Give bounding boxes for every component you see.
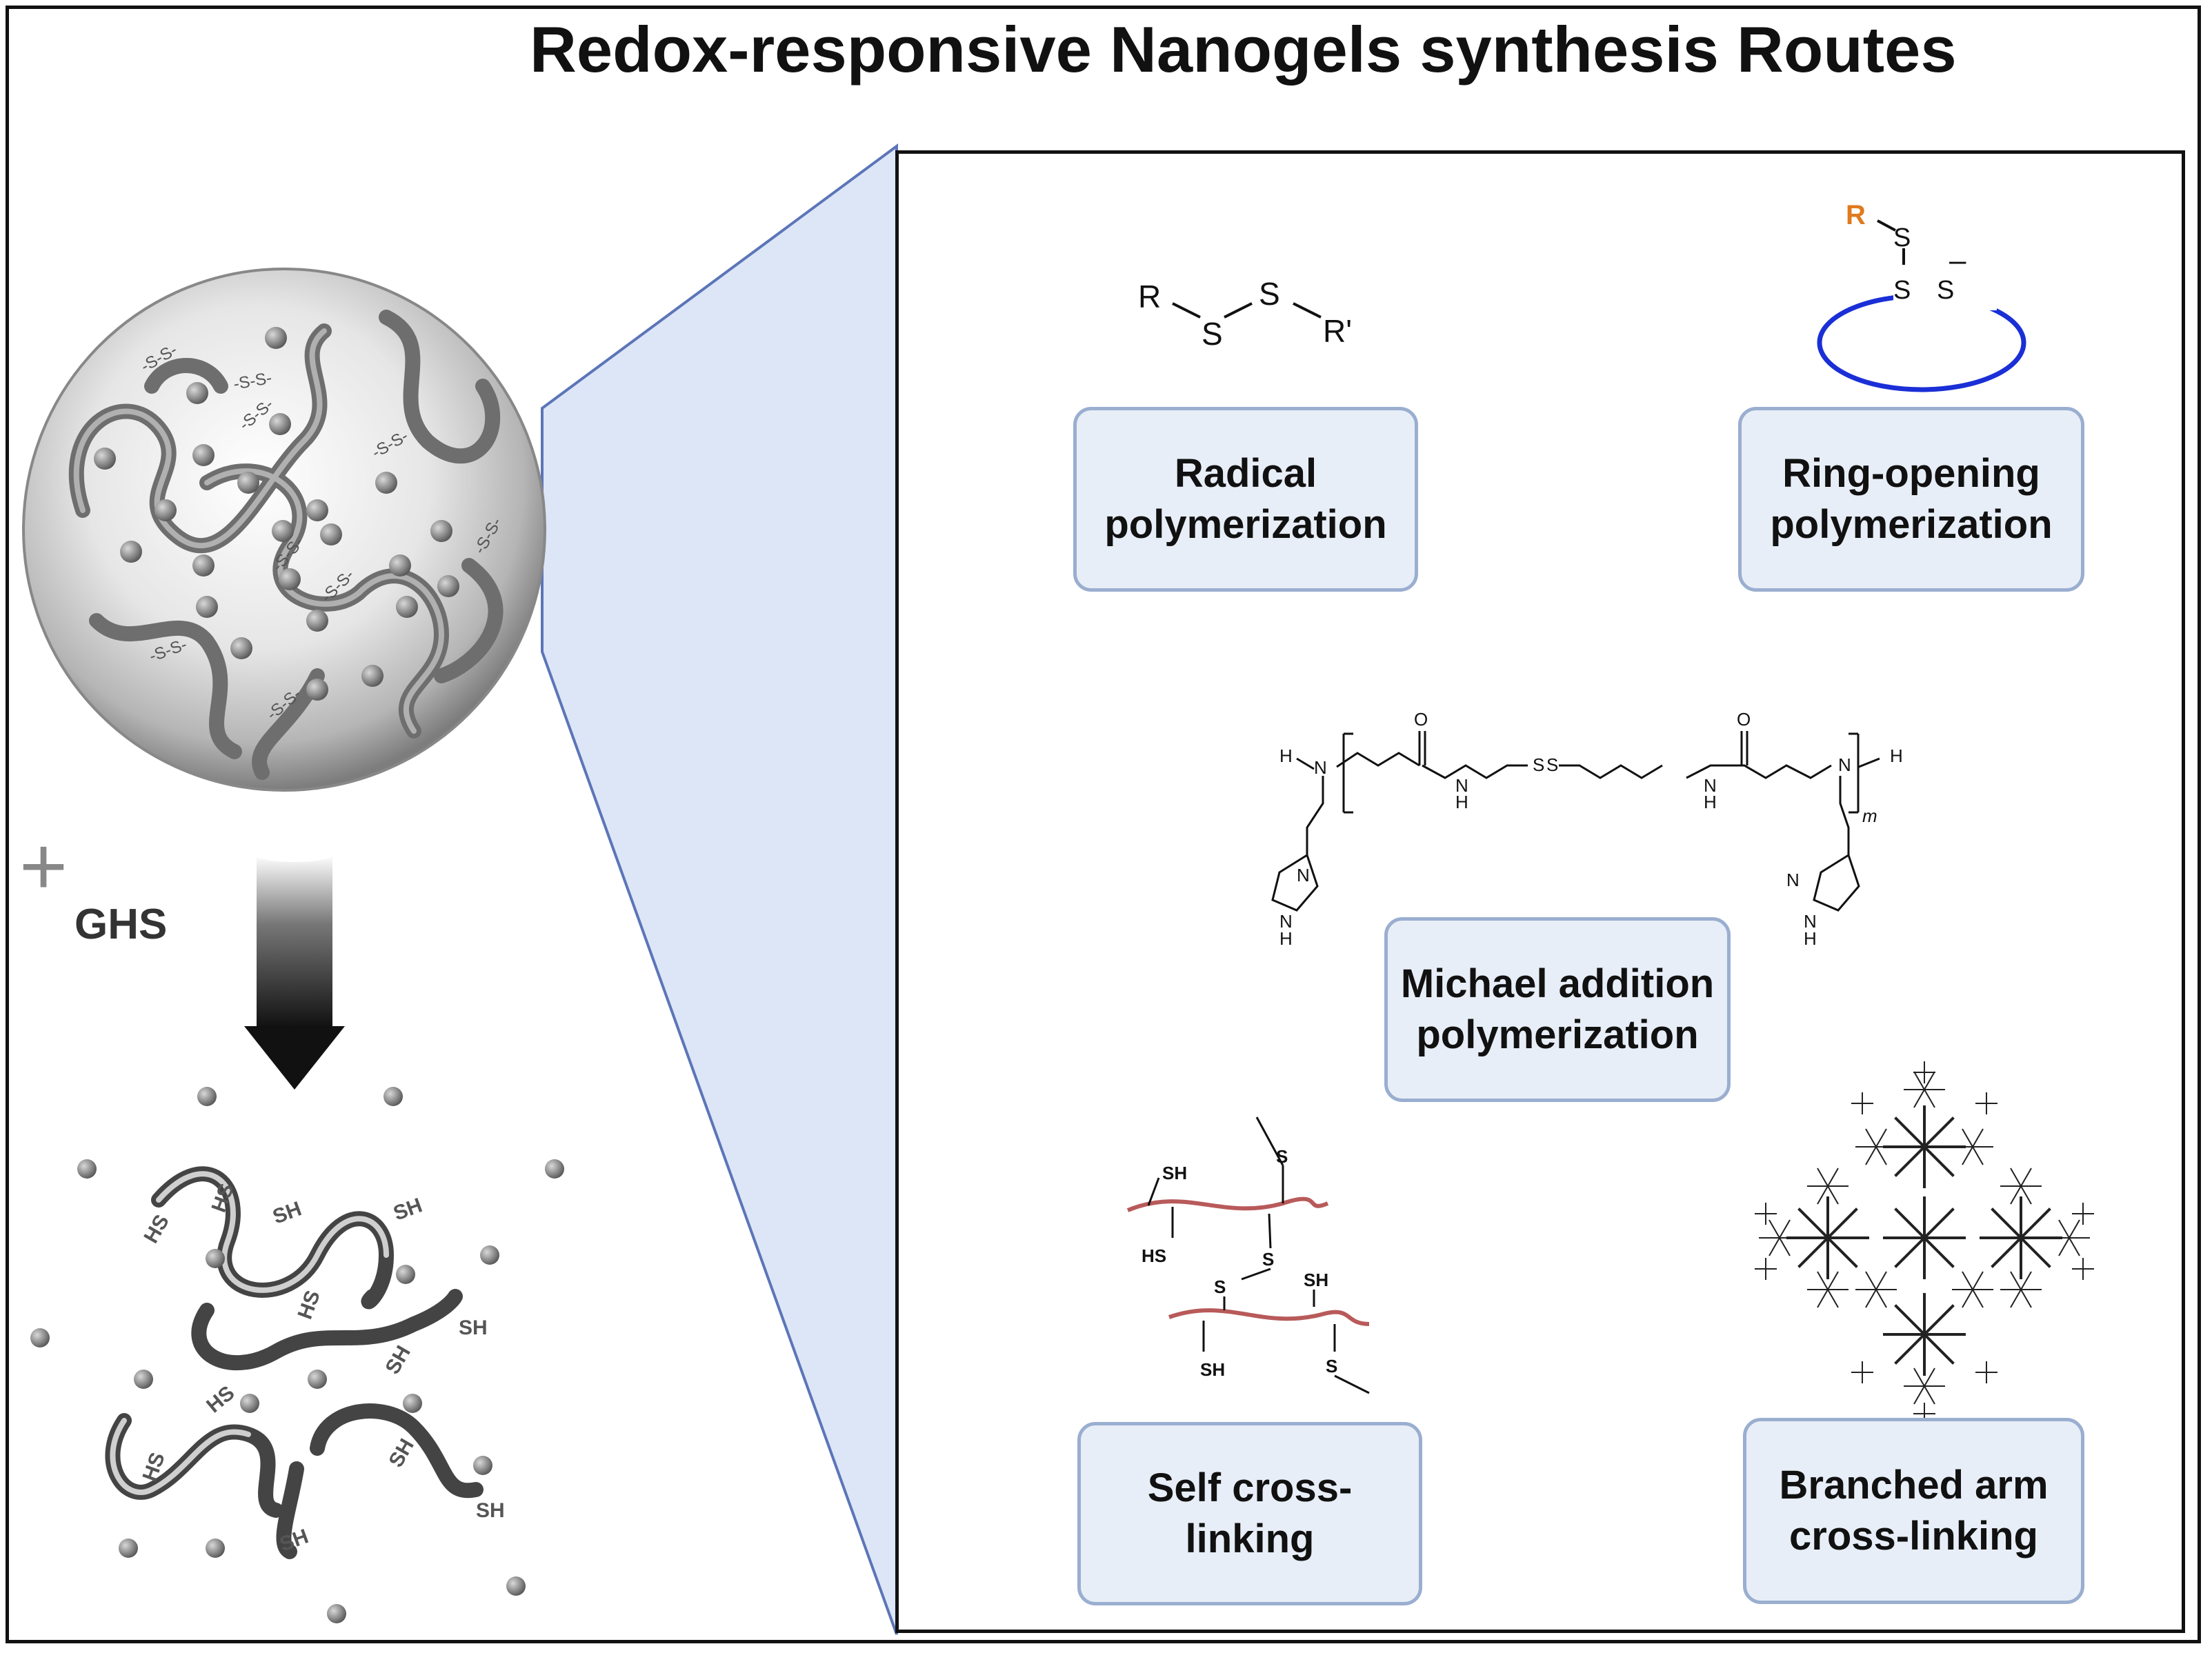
bead [240,1394,259,1413]
bead [155,499,177,521]
bead [206,1249,225,1268]
routes-panel [895,150,2185,1633]
bead [94,448,116,470]
bead [545,1159,564,1179]
bead [119,1539,138,1558]
bead [403,1394,422,1413]
ghs-label: GHS [74,901,168,948]
thiol-label: SH [270,1197,304,1228]
bead [186,382,208,404]
bead [375,472,397,494]
bead [473,1456,492,1475]
bead [77,1159,97,1179]
bead [306,610,328,632]
bead [206,1539,225,1558]
bead [230,637,252,659]
branched-arm-crosslinking-box[interactable]: Branched arm cross-linking [1743,1418,2084,1604]
bead [192,444,215,466]
bead [361,665,383,687]
thiol-label: HS [294,1288,325,1322]
bead [265,327,287,349]
zoom-wedge [541,143,898,1635]
bead [437,575,459,597]
thiol-label: SH [476,1499,505,1522]
bead [306,679,328,701]
bead [120,541,142,563]
bead [306,499,328,521]
radical-polymerization-box[interactable]: Radical polymerization [1073,407,1418,592]
bead [192,554,215,577]
bead [430,520,452,542]
bead [327,1604,346,1623]
bead [269,413,291,435]
bead [396,1265,415,1284]
bead [237,472,259,494]
bead [197,1087,217,1106]
bead [279,568,301,590]
thiol-label: HS [139,1211,173,1248]
michael-addition-polymerization-box[interactable]: Michael addition polymerization [1384,917,1731,1102]
bead [308,1370,327,1389]
degradation-arrow [244,848,345,1090]
bead [396,596,418,618]
nanogel-sphere: -S-S--S-S--S-S--S-S--S-S--S-S--S-S--S-S-… [22,268,546,792]
bead [383,1087,403,1106]
thiol-label: SH [381,1342,415,1379]
thiol-label: SH [384,1435,418,1472]
thiol-label: HS [202,1381,239,1417]
thiol-label: SH [390,1194,425,1225]
bead [320,523,342,545]
bead [30,1328,50,1348]
bead [389,554,411,577]
bead [196,596,218,618]
thiol-label: SH [459,1316,488,1339]
bead [134,1370,153,1389]
ring-opening-polymerization-box[interactable]: Ring-opening polymerization [1738,407,2084,592]
bead [272,520,294,542]
bead [480,1245,499,1265]
bead [506,1576,526,1596]
self-crosslinking-box[interactable]: Self cross-linking [1077,1422,1422,1605]
plus-icon: + [19,820,68,912]
figure-title: Redox-responsive Nanogels synthesis Rout… [530,13,1957,86]
